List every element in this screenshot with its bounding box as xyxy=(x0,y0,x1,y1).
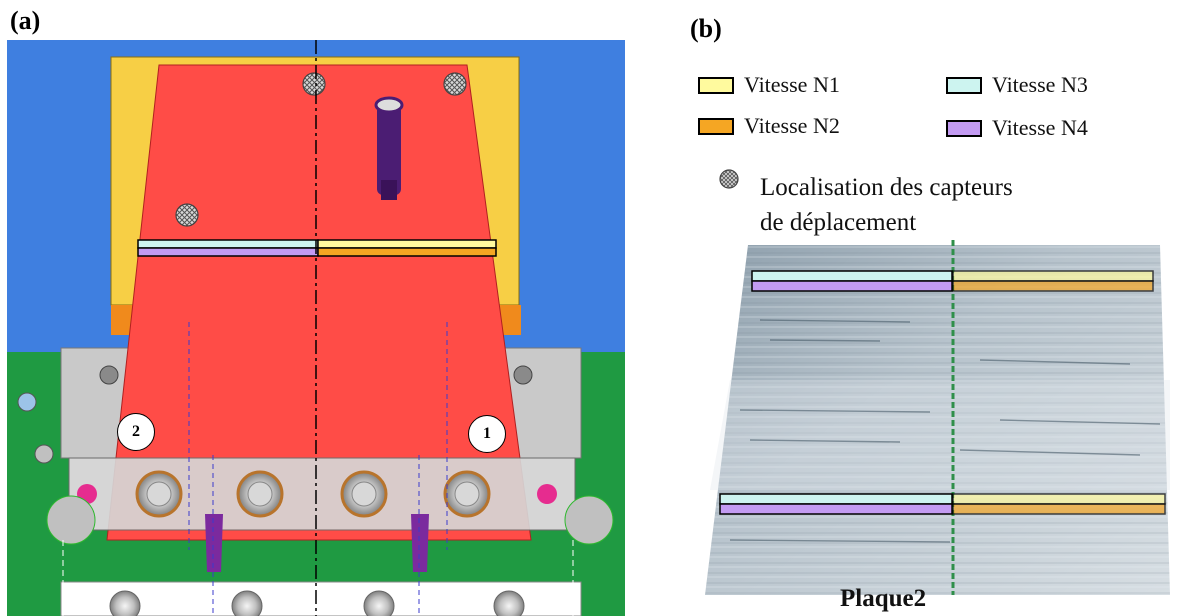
band-n3-left xyxy=(137,239,319,249)
legend-item-n3: Vitesse N3 xyxy=(946,72,1088,98)
band-n2-right xyxy=(317,247,497,257)
plate-band-top-n2 xyxy=(952,280,1154,292)
pink-pin-right xyxy=(537,484,557,504)
plate-title: Plaque2 xyxy=(840,585,927,612)
sensor-legend-line1: Localisation des capteurs xyxy=(760,174,1013,201)
plate-band-bottom-n2 xyxy=(952,503,1166,515)
legend-item-n1: Vitesse N1 xyxy=(698,72,840,98)
crosshatch-circle-icon xyxy=(719,169,739,189)
plate-lower-light-region xyxy=(710,380,1170,490)
sensor-top-center xyxy=(302,72,326,96)
grey-knob-top-left xyxy=(99,365,119,385)
plate-band-bottom-n3 xyxy=(719,493,953,505)
red-plate xyxy=(106,64,532,541)
machine-drawing xyxy=(7,40,625,616)
legend-item-n4: Vitesse N4 xyxy=(946,115,1088,141)
plate-band-bottom-n4 xyxy=(719,503,953,515)
legend-label-n2: Vitesse N2 xyxy=(744,113,840,138)
sensor-left xyxy=(175,203,199,227)
grey-knob-top-right xyxy=(513,365,533,385)
punch-shaft xyxy=(377,105,401,195)
swatch-n2 xyxy=(698,117,734,135)
plate-surface-image xyxy=(705,240,1170,595)
punch-top xyxy=(374,96,404,114)
position-marker-1: 1 xyxy=(468,415,506,453)
purple-support-left xyxy=(205,514,223,572)
band-n1-right xyxy=(317,239,497,249)
purple-support-right xyxy=(411,514,429,572)
panel-a-label: (a) xyxy=(10,6,41,35)
swatch-n4 xyxy=(946,119,982,137)
sensor-legend-line2: de déplacement xyxy=(760,209,917,236)
sensor-top-right xyxy=(443,72,467,96)
plate-band-bottom-n1 xyxy=(952,493,1166,505)
swatch-n1 xyxy=(698,76,734,94)
legend-item-n2: Vitesse N2 xyxy=(698,113,840,139)
legend-label-n1: Vitesse N1 xyxy=(744,72,840,97)
panel-b-label: (b) xyxy=(690,14,722,43)
swatch-n3 xyxy=(946,76,982,94)
plate-band-top-n3 xyxy=(751,270,953,282)
position-marker-2: 2 xyxy=(117,413,155,451)
punch-tip xyxy=(381,180,397,200)
outer-ring-left xyxy=(46,495,96,545)
outer-ring-right xyxy=(564,495,614,545)
plate-band-top-n1 xyxy=(952,270,1154,282)
legend-label-n3: Vitesse N3 xyxy=(992,72,1088,97)
band-n4-left xyxy=(137,247,319,257)
legend-label-n4: Vitesse N4 xyxy=(992,115,1088,140)
clamp-bolts xyxy=(135,470,491,518)
side-knob-left xyxy=(17,392,37,412)
orange-bracket-left xyxy=(111,305,133,335)
plate-band-top-n4 xyxy=(751,280,953,292)
side-knob-left-2 xyxy=(34,444,54,464)
orange-bracket-right xyxy=(499,305,521,335)
